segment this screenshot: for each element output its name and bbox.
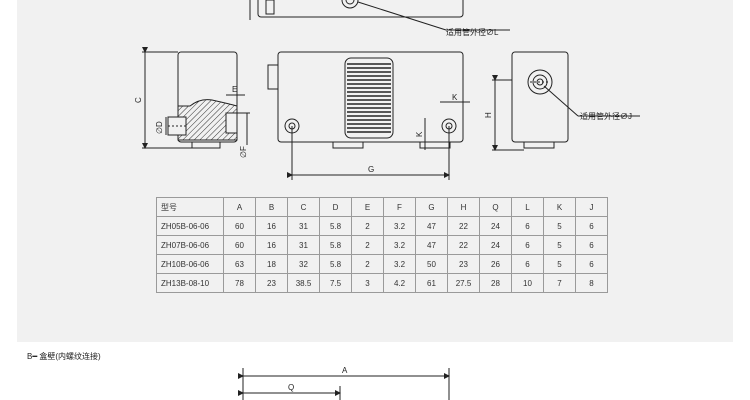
cell-value: 31: [287, 216, 320, 236]
cell-value: 23: [255, 273, 288, 293]
cell-value: 50: [415, 254, 448, 274]
cell-value: 8: [575, 273, 608, 293]
dim-h: H: [484, 112, 493, 118]
cell-value: 6: [575, 235, 608, 255]
column-header-c: C: [287, 197, 320, 217]
dim-k-left: K: [415, 131, 424, 137]
column-header-e: E: [351, 197, 384, 217]
column-header-d: D: [319, 197, 352, 217]
cell-value: 3.2: [383, 216, 416, 236]
dim-e: E: [232, 85, 237, 94]
cell-value: 5: [543, 254, 576, 274]
right-view: [492, 51, 640, 151]
cell-value: 6: [575, 254, 608, 274]
cell-value: 24: [479, 235, 512, 255]
dim-k-top: K: [452, 93, 458, 102]
cell-value: 61: [415, 273, 448, 293]
cell-value: 63: [223, 254, 256, 274]
dim-d: ∅D: [155, 121, 164, 134]
cell-value: 6: [511, 254, 544, 274]
cell-value: 60: [223, 235, 256, 255]
cell-value: 16: [255, 216, 288, 236]
cell-model: ZH05B-06-06: [156, 216, 224, 236]
section-title: B━ 盒壁(内螺纹连接): [27, 352, 101, 361]
cell-value: 16: [255, 235, 288, 255]
top-view: [249, 0, 510, 31]
column-header-f: F: [383, 197, 416, 217]
column-header-k: K: [543, 197, 576, 217]
cell-value: 18: [255, 254, 288, 274]
cell-value: 31: [287, 235, 320, 255]
cell-value: 22: [447, 235, 480, 255]
cell-model: ZH07B-06-06: [156, 235, 224, 255]
cell-value: 6: [511, 216, 544, 236]
cell-value: 38.5: [287, 273, 320, 293]
column-header-j: J: [575, 197, 608, 217]
cell-value: 7: [543, 273, 576, 293]
column-header-a: A: [223, 197, 256, 217]
column-header-g: G: [415, 197, 448, 217]
cell-model: ZH10B-06-06: [156, 254, 224, 274]
cell-value: 4.2: [383, 273, 416, 293]
cell-value: 3: [351, 273, 384, 293]
cell-value: 3.2: [383, 235, 416, 255]
dim-a: A: [342, 366, 348, 375]
dim-c: C: [134, 97, 143, 103]
cell-value: 32: [287, 254, 320, 274]
cell-value: 2: [351, 235, 384, 255]
cell-value: 5: [543, 216, 576, 236]
cell-value: 28: [479, 273, 512, 293]
cell-value: 22: [447, 216, 480, 236]
column-header-l: L: [511, 197, 544, 217]
dim-q: Q: [288, 383, 294, 392]
column-header-b: B: [255, 197, 288, 217]
cell-value: 6: [511, 235, 544, 255]
column-header-q: Q: [479, 197, 512, 217]
column-header-h: H: [447, 197, 480, 217]
cell-value: 2: [351, 254, 384, 274]
dim-f: ∅F: [239, 146, 248, 158]
dim-g: G: [368, 165, 374, 174]
section2-dimensions: [238, 368, 450, 400]
cell-value: 24: [479, 216, 512, 236]
cell-value: 23: [447, 254, 480, 274]
cell-value: 10: [511, 273, 544, 293]
cell-value: 47: [415, 216, 448, 236]
column-header-model: 型号: [156, 197, 224, 217]
left-view: [142, 47, 250, 149]
cell-value: 5.8: [319, 216, 352, 236]
label-pipe-od-j: 适用管外径∅J: [580, 111, 632, 121]
cell-value: 2: [351, 216, 384, 236]
cell-model: ZH13B-08-10: [156, 273, 224, 293]
cell-value: 7.5: [319, 273, 352, 293]
cell-value: 60: [223, 216, 256, 236]
cell-value: 26: [479, 254, 512, 274]
cell-value: 5.8: [319, 254, 352, 274]
front-view: [267, 51, 470, 180]
cell-value: 5.8: [319, 235, 352, 255]
label-pipe-od-l: 适用管外径∅L: [446, 27, 499, 37]
cell-value: 78: [223, 273, 256, 293]
cell-value: 27.5: [447, 273, 480, 293]
cell-value: 3.2: [383, 254, 416, 274]
cell-value: 5: [543, 235, 576, 255]
cell-value: 47: [415, 235, 448, 255]
cell-value: 6: [575, 216, 608, 236]
